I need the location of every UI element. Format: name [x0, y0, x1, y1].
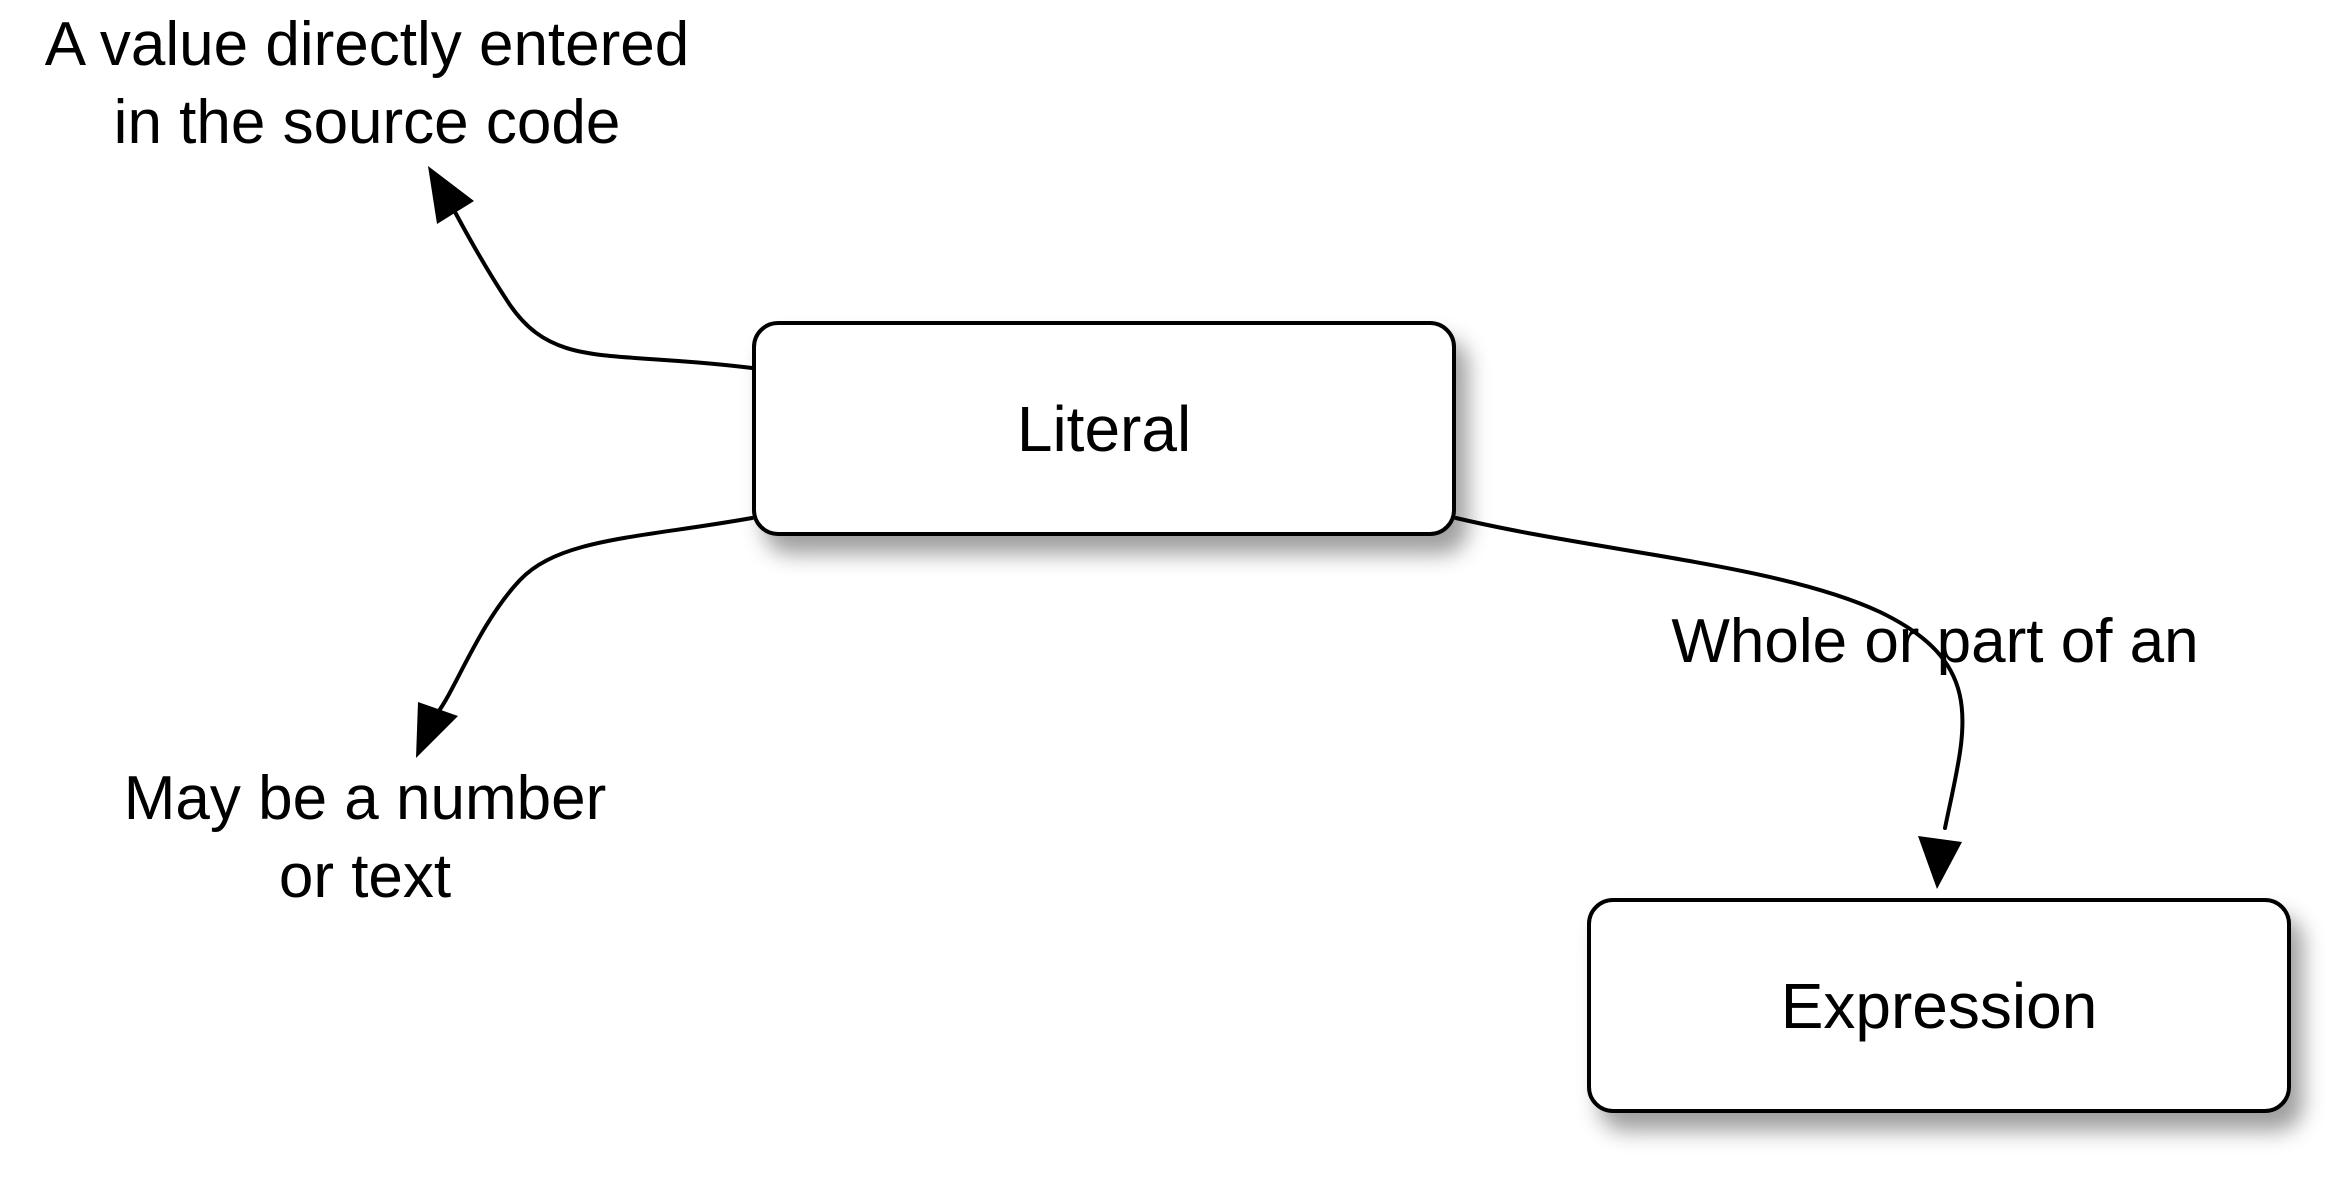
number-or-text-note: May be a number or text: [95, 760, 635, 916]
connector-literal-to-source-note: [453, 210, 754, 370]
expression-relation-label: Whole or part of an: [1640, 603, 2230, 681]
expression-relation-label-line-1: Whole or part of an: [1671, 607, 2199, 676]
arrowhead-source-note-icon: [428, 166, 474, 224]
number-or-text-note-line-2: or text: [278, 842, 452, 911]
literal-node: Literal: [752, 321, 1456, 536]
source-value-note-line-2: in the source code: [113, 88, 621, 157]
literal-node-label: Literal: [1016, 392, 1192, 465]
expression-node: Expression: [1587, 898, 2291, 1113]
expression-node-label: Expression: [1780, 969, 2098, 1042]
source-value-note: A value directly entered in the source c…: [10, 6, 724, 162]
arrowhead-expression-icon: [1918, 836, 1962, 889]
arrowhead-number-note-icon: [416, 702, 458, 758]
connector-literal-to-number-note: [436, 516, 754, 714]
number-or-text-note-line-1: May be a number: [123, 764, 607, 833]
connector-literal-to-expression: [1454, 516, 1965, 830]
source-value-note-line-1: A value directly entered: [44, 10, 690, 79]
